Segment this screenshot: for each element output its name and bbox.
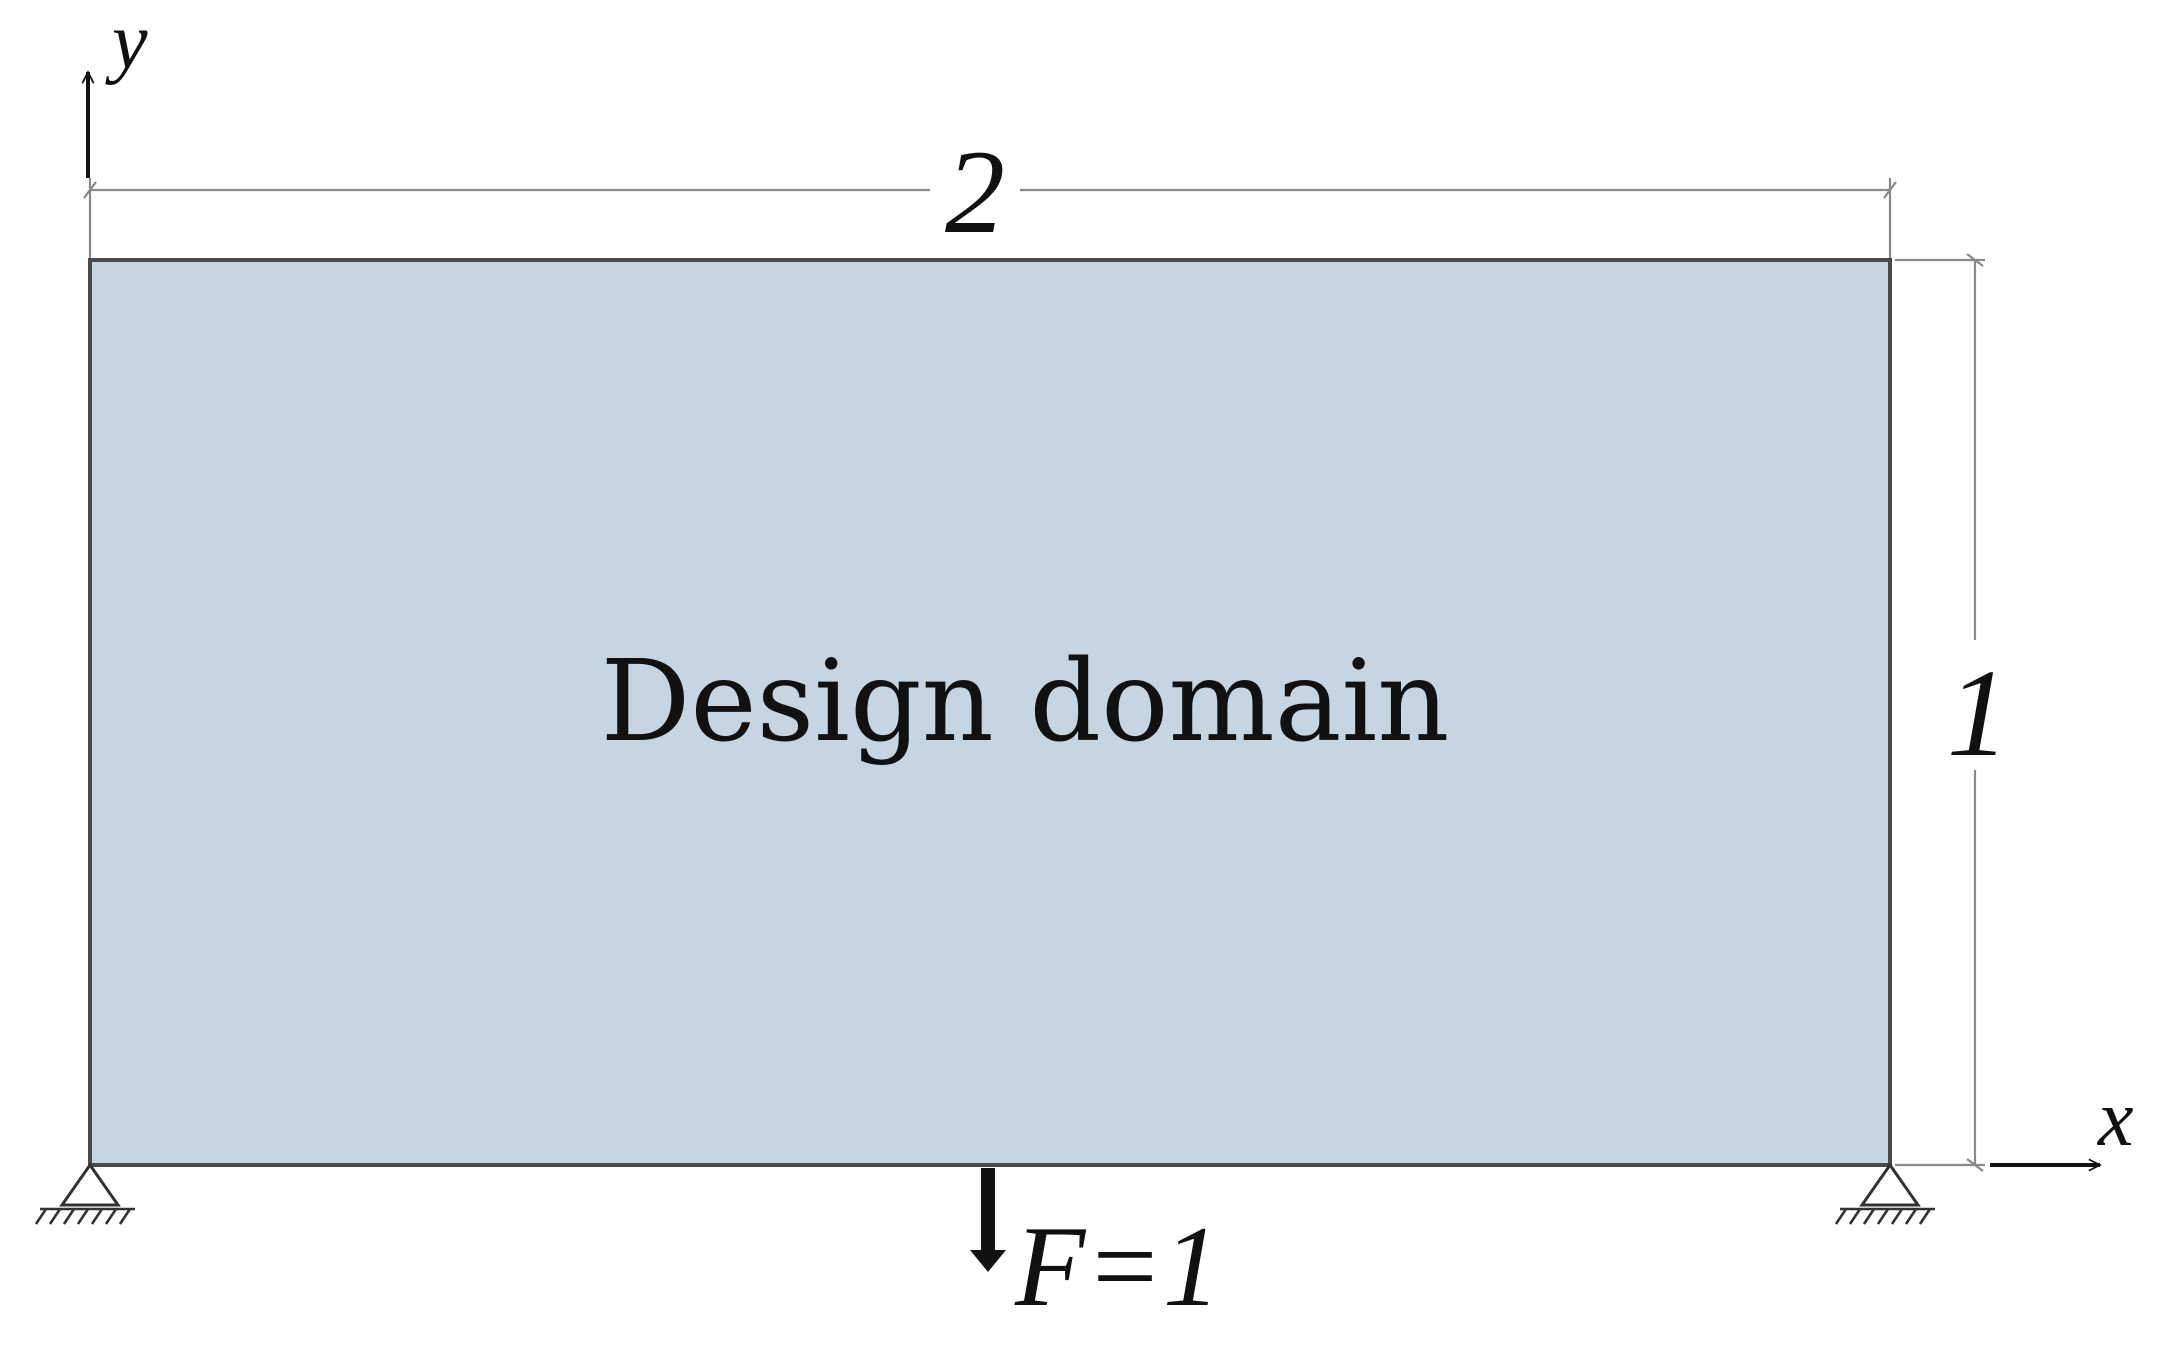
load-arrow xyxy=(970,1168,1006,1272)
load-label: F=1 xyxy=(1014,1203,1220,1330)
width-label: 2 xyxy=(945,125,1005,258)
height-label: 1 xyxy=(1947,645,2010,783)
width-dimension xyxy=(83,150,1897,258)
height-dimension xyxy=(1895,253,2010,1172)
pin-support-right xyxy=(1834,1162,1935,1225)
y-axis-label: y xyxy=(105,0,148,86)
pin-support-left xyxy=(34,1162,135,1225)
domain-label: Design domain xyxy=(601,637,1450,767)
design-domain-rect xyxy=(88,258,1892,1167)
x-axis-label: x xyxy=(2097,1075,2134,1163)
